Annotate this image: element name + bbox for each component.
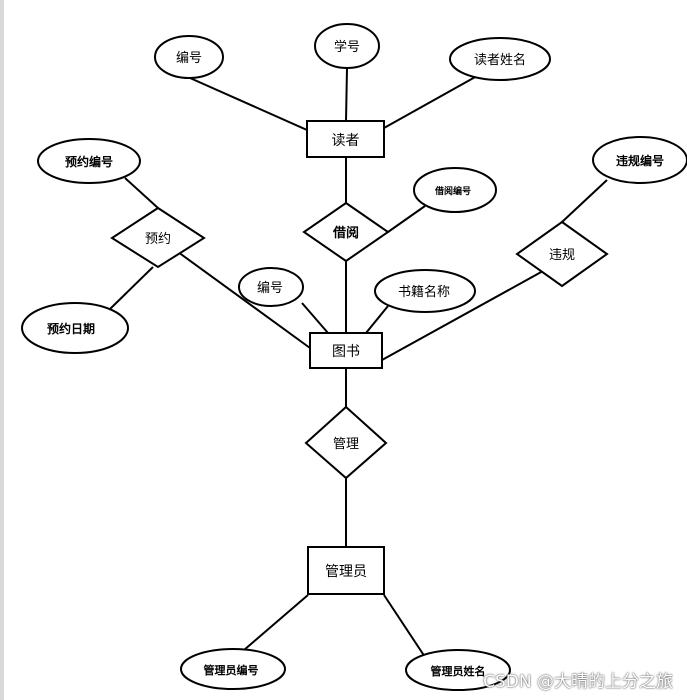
attribute-admin-name: 管理员姓名 xyxy=(405,649,511,691)
attribute-reserve-id-label: 预约编号 xyxy=(65,154,113,169)
attribute-violation-id-label: 违规编号 xyxy=(616,153,664,168)
edges xyxy=(109,67,608,658)
attribute-admin-name-label: 管理员姓名 xyxy=(431,664,486,678)
edge-violation-id xyxy=(561,179,608,223)
edge-violation-book xyxy=(381,270,544,361)
edge-reader-student-id xyxy=(345,67,348,122)
entity-admin-label: 管理员 xyxy=(325,564,367,580)
attribute-violation-id: 违规编号 xyxy=(592,136,687,184)
attribute-reader-name: 读者姓名 xyxy=(449,37,551,81)
relationship-reserve-label: 预约 xyxy=(145,232,171,247)
entity-admin: 管理员 xyxy=(307,546,385,595)
attribute-admin-id-label: 管理员编号 xyxy=(204,663,259,677)
relationship-manage: 管理 xyxy=(304,405,388,480)
page-left-border xyxy=(0,0,4,700)
attribute-book-title-label: 书籍名称 xyxy=(398,284,450,300)
edge-book-id xyxy=(301,302,329,334)
attribute-book-id: 编号 xyxy=(238,267,304,307)
attribute-reader-name-label: 读者姓名 xyxy=(474,52,526,68)
edge-admin-name xyxy=(383,594,426,658)
attribute-admin-id: 管理员编号 xyxy=(180,648,286,690)
csdn-watermark: CSDN @大晴的上分之旅 xyxy=(483,672,673,692)
relationship-borrow-label: 借阅 xyxy=(332,225,359,241)
relationship-violation: 违规 xyxy=(515,220,609,288)
attribute-reader-id-label: 编号 xyxy=(176,51,202,66)
edge-reserve-date xyxy=(109,266,154,310)
attribute-student-id: 学号 xyxy=(314,23,380,69)
attribute-book-id-label: 编号 xyxy=(257,281,283,296)
entity-reader: 读者 xyxy=(306,120,385,158)
edge-reserve-book xyxy=(177,251,311,349)
relationship-borrow: 借阅 xyxy=(302,201,390,263)
attribute-book-title: 书籍名称 xyxy=(374,269,476,313)
edge-book-title xyxy=(365,305,389,334)
attribute-reserve-date-label: 预约日期 xyxy=(47,321,95,336)
edge-reserve-id xyxy=(124,177,159,209)
edge-admin-id xyxy=(243,594,309,651)
attribute-reserve-date: 预约日期 xyxy=(21,302,129,354)
entity-reader-label: 读者 xyxy=(332,132,360,149)
edge-reader-name xyxy=(383,75,478,129)
attribute-borrow-id-label: 借阅编号 xyxy=(434,185,471,197)
entity-book: 图书 xyxy=(309,332,383,369)
edge-borrow-id xyxy=(387,205,426,233)
entity-book-label: 图书 xyxy=(332,344,360,360)
attribute-reader-id: 编号 xyxy=(154,35,224,79)
relationship-manage-label: 管理 xyxy=(333,437,359,452)
relationship-violation-label: 违规 xyxy=(549,248,575,263)
relationship-reserve: 预约 xyxy=(110,206,206,269)
attribute-reserve-id: 预约编号 xyxy=(37,138,141,184)
attribute-borrow-id: 借阅编号 xyxy=(413,167,497,213)
attribute-student-id-label: 学号 xyxy=(334,39,360,55)
edge-reader-id xyxy=(189,77,308,131)
